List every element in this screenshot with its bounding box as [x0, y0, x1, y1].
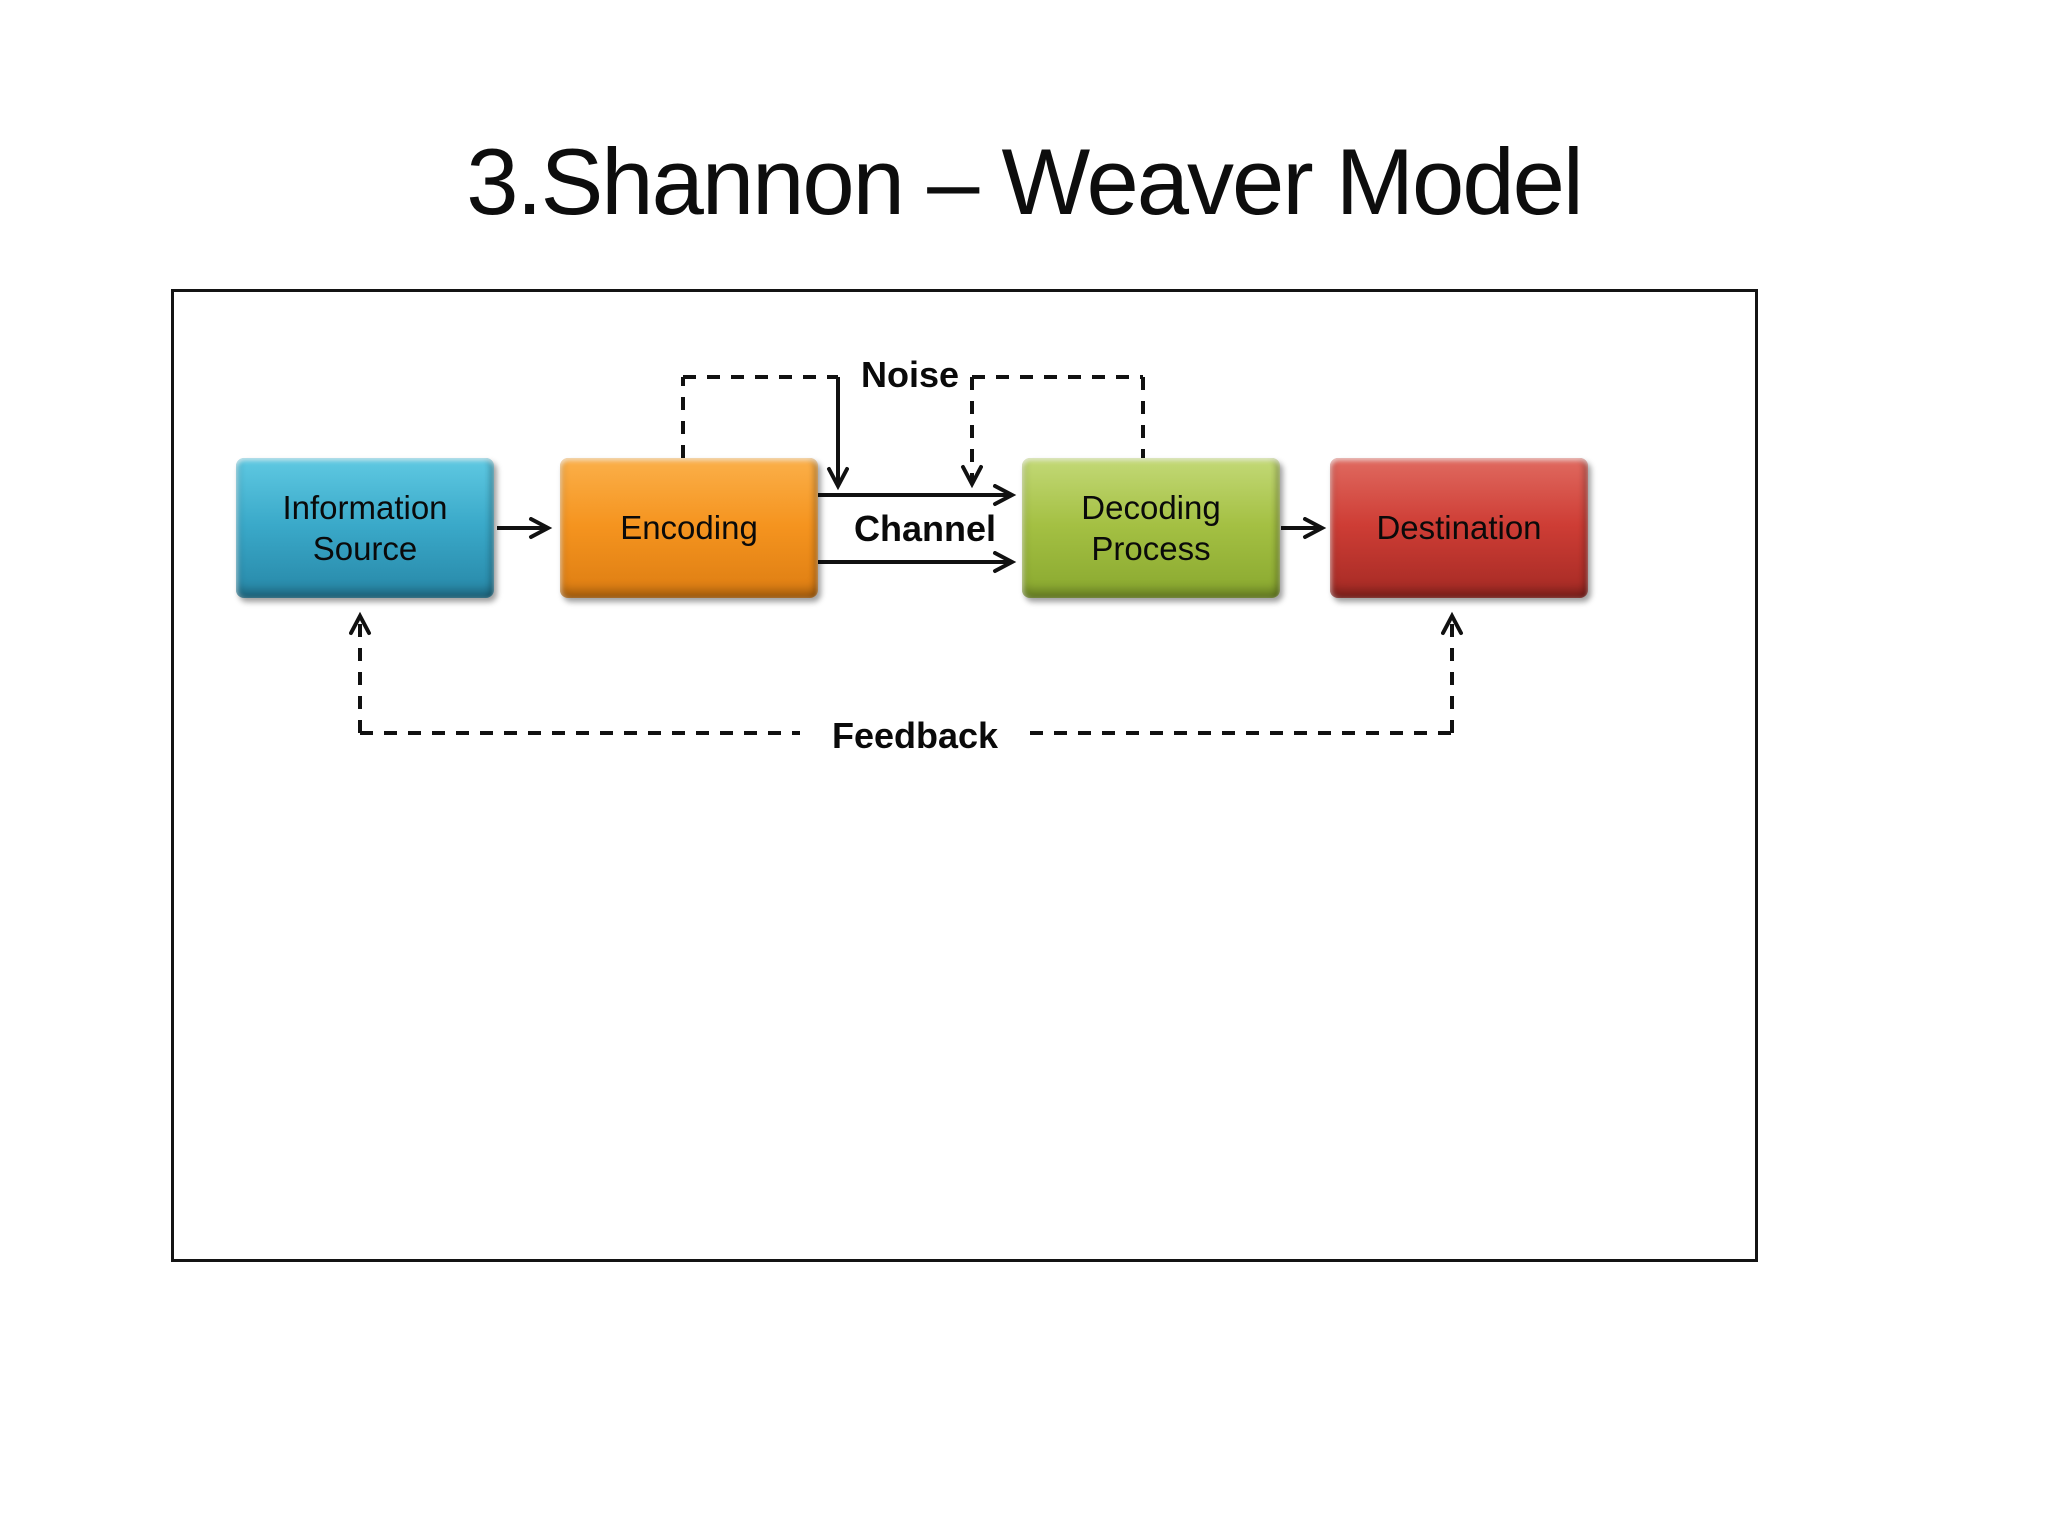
feedback-label: Feedback: [825, 715, 1005, 757]
node-destination: Destination: [1330, 458, 1588, 598]
node-decoding-process: Decoding Process: [1022, 458, 1280, 598]
slide-title: 3.Shannon – Weaver Model: [466, 129, 1584, 234]
channel-label: Channel: [847, 508, 1003, 550]
diagram-frame: [171, 289, 1758, 1262]
noise-label: Noise: [854, 354, 966, 396]
node-label-destination: Destination: [1376, 509, 1542, 547]
node-encoding: Encoding: [560, 458, 818, 598]
node-label-decoding-process: Decoding Process: [1081, 488, 1221, 567]
node-information-source: Information Source: [236, 458, 494, 598]
node-label-information-source: Information Source: [282, 488, 448, 567]
node-label-encoding: Encoding: [620, 509, 758, 547]
